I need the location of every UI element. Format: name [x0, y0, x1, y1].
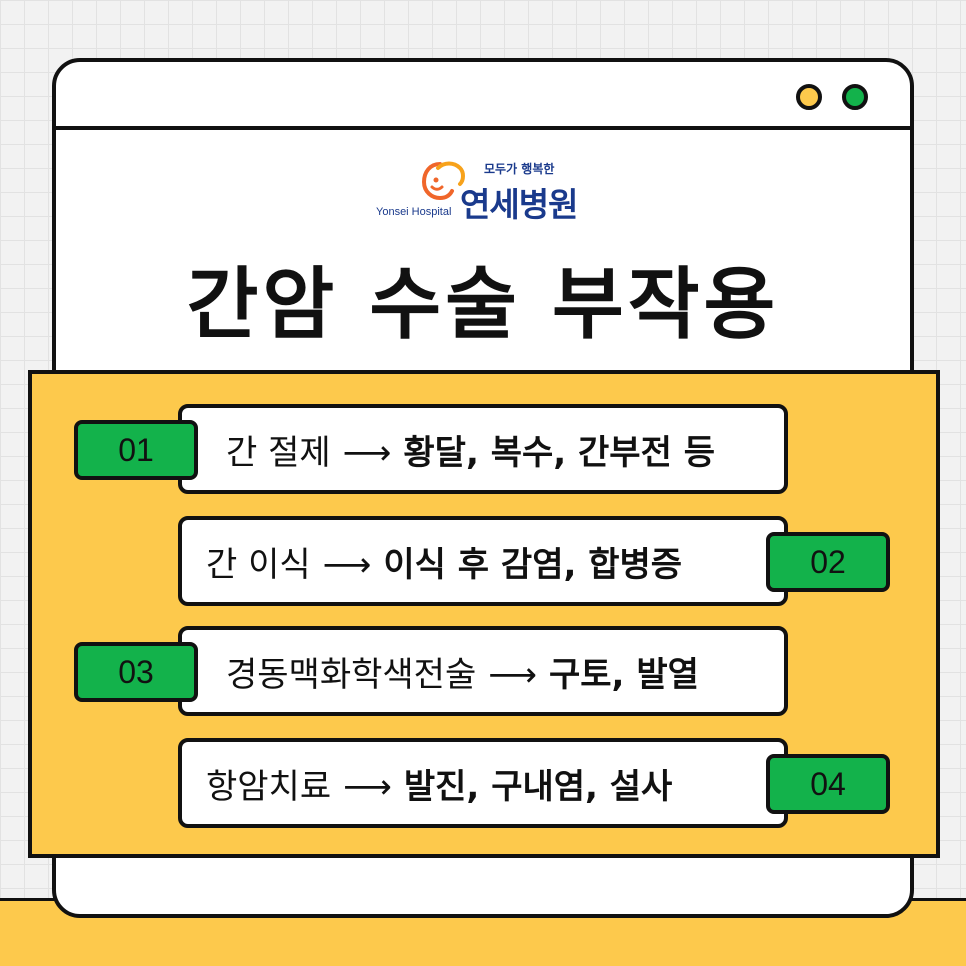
arrow-icon: ⟶ [322, 544, 372, 585]
list-item: 간 이식 ⟶ 이식 후 감염, 합병증 [178, 516, 788, 606]
list-item: 간 절제 ⟶ 황달, 복수, 간부전 등 [178, 404, 788, 494]
side-effect-text: 황달, 복수, 간부전 등 [403, 432, 715, 473]
window-green-dot-icon[interactable] [842, 84, 868, 110]
procedure-label: 경동맥화학색전술 [226, 654, 477, 695]
logo-tagline: 모두가 행복한 [484, 162, 555, 176]
item-number-badge: 02 [766, 532, 890, 592]
logo-hospital-name: 연세병원 [460, 185, 578, 224]
procedure-label: 간 절제 [226, 432, 331, 473]
hospital-logo: Yonsei Hospital 모두가 행복한 연세병원 [376, 160, 616, 224]
item-number-badge: 04 [766, 754, 890, 814]
window-yellow-dot-icon[interactable] [796, 84, 822, 110]
item-number-badge: 01 [74, 420, 198, 480]
procedure-label: 항암치료 [206, 766, 332, 807]
procedure-label: 간 이식 [206, 544, 311, 585]
side-effect-text: 이식 후 감염, 합병증 [383, 544, 683, 585]
page-title: 간암 수술 부작용 [186, 260, 780, 350]
logo-english-name: Yonsei Hospital [376, 206, 452, 218]
hospital-logo-icon [421, 161, 465, 201]
arrow-icon: ⟶ [488, 654, 537, 695]
list-item: 경동맥화학색전술 ⟶ 구토, 발열 [178, 626, 788, 716]
arrow-icon: ⟶ [342, 432, 392, 473]
arrow-icon: ⟶ [343, 766, 392, 807]
window-title-bar [56, 62, 910, 130]
item-number-badge: 03 [74, 642, 198, 702]
list-item: 항암치료 ⟶ 발진, 구내염, 설사 [178, 738, 788, 828]
side-effect-text: 구토, 발열 [549, 654, 699, 695]
side-effect-text: 발진, 구내염, 설사 [403, 766, 673, 807]
